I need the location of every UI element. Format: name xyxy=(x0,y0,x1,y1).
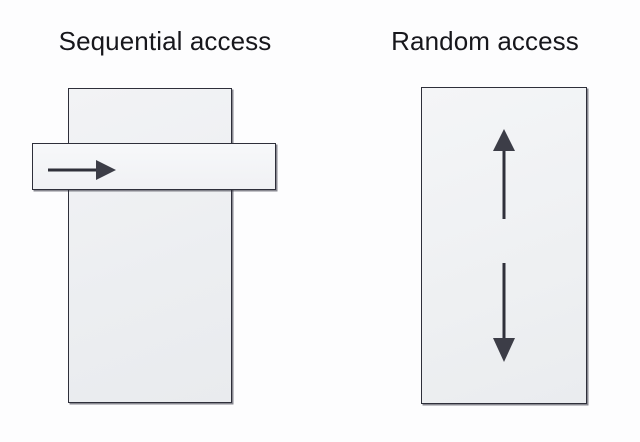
arrow-head xyxy=(96,160,116,180)
panel-random-access: Random access xyxy=(330,0,640,442)
sequential-storage-block xyxy=(68,88,232,403)
rightward-arrow-icon xyxy=(48,160,116,180)
arrow-head xyxy=(493,338,515,362)
panel-title-sequential: Sequential access xyxy=(58,26,272,56)
sequential-access-band xyxy=(32,143,276,190)
upward-arrow-icon xyxy=(493,129,515,219)
arrow-head xyxy=(493,129,515,151)
downward-arrow-icon xyxy=(493,263,515,362)
panel-sequential-access: Sequential access xyxy=(32,26,276,403)
panel-title-random: Random access xyxy=(391,26,579,56)
